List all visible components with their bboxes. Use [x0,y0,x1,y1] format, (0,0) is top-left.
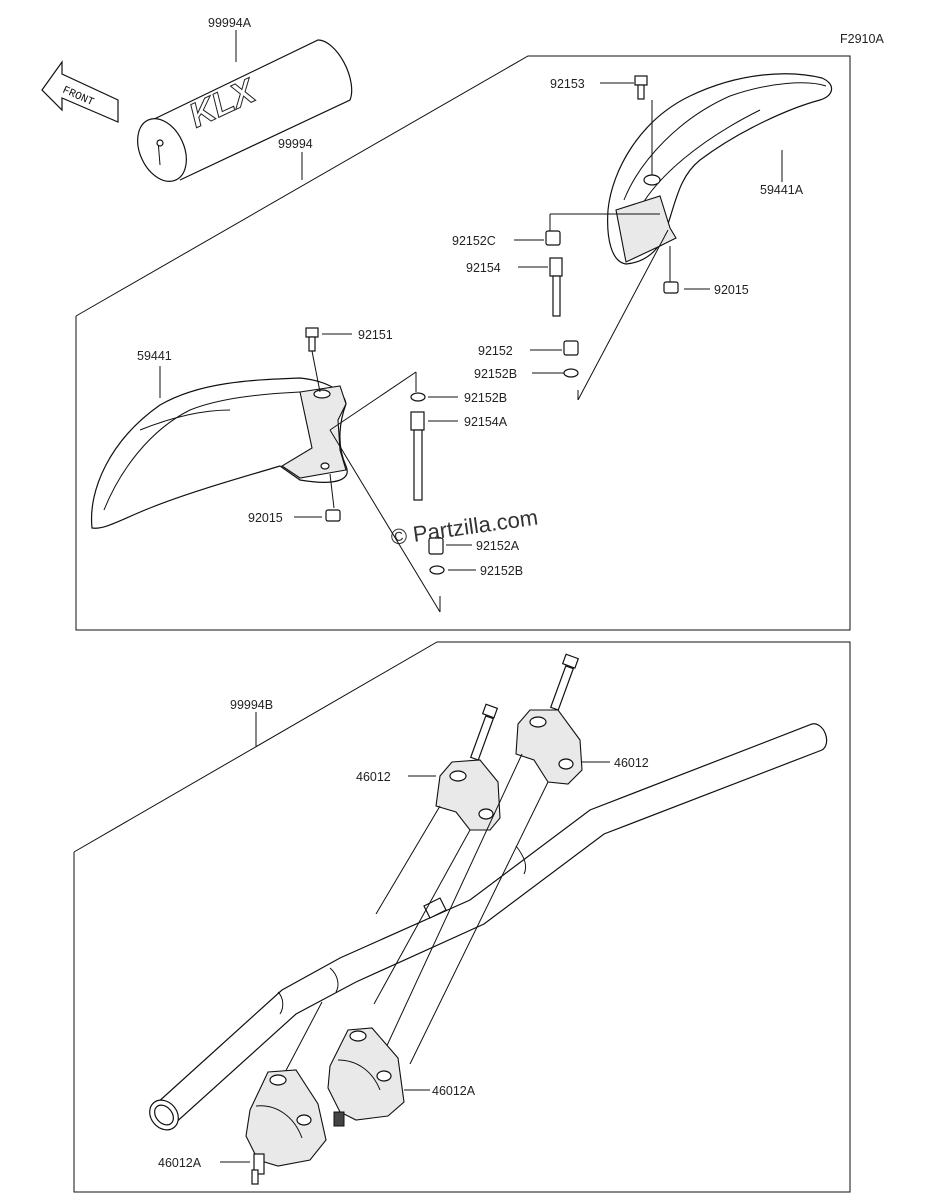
callout-46012A-a: 46012A [432,1084,476,1098]
nut-92015-right [663,281,679,294]
bolt-92151 [305,327,319,352]
callout-92154A: 92154A [464,415,508,429]
callout-59441A: 59441A [760,183,804,197]
hand-guard-left [90,377,348,529]
handlebar-pad: KLX [137,39,353,182]
clamp-46012A-right [327,1027,405,1127]
bolt-92153 [634,75,648,100]
callout-92015-a: 92015 [714,283,749,297]
callout-92152C: 92152C [452,234,496,248]
clamp-46012-left [435,703,501,831]
front-arrow-icon: FRONT [41,60,119,123]
clamp-46012-right [515,653,583,785]
callout-59441: 59441 [137,349,172,363]
callout-46012A-b: 46012A [158,1156,202,1170]
callout-92153: 92153 [550,77,585,91]
nut-92015-left [325,509,341,522]
hand-guard-right [607,73,833,265]
callout-46012-a: 46012 [356,770,391,784]
callout-92152B-c: 92152B [480,564,523,578]
diagram-code: F2910A [840,32,884,46]
callout-46012-b: 46012 [614,756,649,770]
clamp-46012A-left [245,1069,327,1185]
callout-92154: 92154 [466,261,501,275]
callout-99994: 99994 [278,137,313,151]
callout-92015-b: 92015 [248,511,283,525]
bolt-92154A [410,411,425,501]
callout-92152B-b: 92152B [464,391,507,405]
washer-92152B-left-top [410,392,426,402]
callout-99994A: 99994A [208,16,252,30]
callout-92152: 92152 [478,344,513,358]
handlebar-99994B [149,723,828,1131]
callout-92152B-a: 92152B [474,367,517,381]
bolt-92154 [549,257,563,317]
collar-92152C [545,230,561,246]
callout-92151: 92151 [358,328,393,342]
washer-92152B-left-bottom [429,565,445,575]
callout-99994B: 99994B [230,698,273,712]
collar-92152A [428,537,444,555]
callout-92152A: 92152A [476,539,520,553]
washer-92152B-right [563,368,579,378]
collar-92152 [563,340,579,356]
